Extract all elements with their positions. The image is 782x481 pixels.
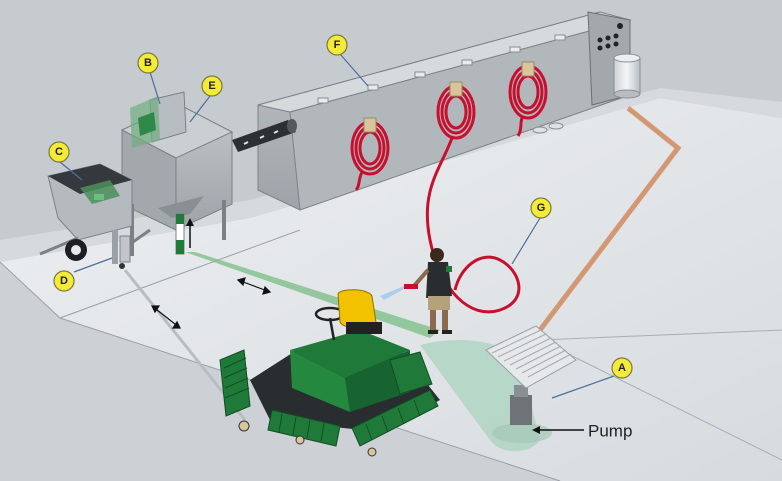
callout-d: D [54, 271, 74, 291]
pump-label: Pump [588, 422, 632, 441]
callout-g-label: G [537, 202, 546, 214]
callout-a: A [612, 358, 632, 378]
callout-a-label: A [618, 362, 626, 374]
callout-c: C [49, 142, 69, 162]
callout-c-label: C [55, 146, 63, 158]
callout-f: F [327, 35, 347, 55]
callout-e: E [202, 76, 222, 96]
callout-f-label: F [334, 39, 341, 51]
water-tank [614, 54, 640, 98]
pump-unit [510, 395, 532, 425]
callout-b: B [138, 53, 158, 73]
callout-e-label: E [208, 80, 215, 92]
callout-g: G [531, 198, 551, 218]
callout-b-label: B [144, 57, 152, 69]
callout-d-label: D [60, 275, 68, 287]
